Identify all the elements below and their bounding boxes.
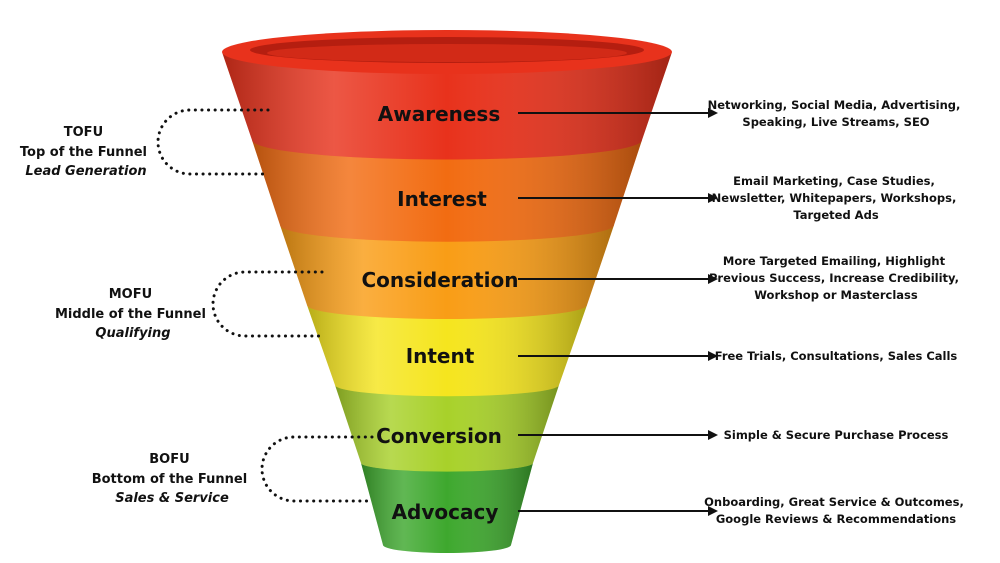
funnel-band-shading xyxy=(222,52,672,160)
group-labels: TOFU Top of the Funnel Lead Generation M… xyxy=(20,121,253,506)
tactics-intent: Free Trials, Consultations, Sales Calls xyxy=(715,349,958,363)
group-bofu: BOFU Bottom of the Funnel Sales & Servic… xyxy=(92,448,253,506)
group-tofu: TOFU Top of the Funnel Lead Generation xyxy=(20,121,152,179)
tactics-interest: Email Marketing, Case Studies, Newslette… xyxy=(712,174,961,222)
tactics-advocacy: Onboarding, Great Service & Outcomes, Go… xyxy=(704,495,968,526)
tactics-consideration: More Targeted Emailing, Highlight Previo… xyxy=(709,254,963,302)
stage-label-interest: Interest xyxy=(397,187,487,211)
funnel-band-shading xyxy=(335,385,559,472)
stage-labels: Awareness Interest Consideration Intent … xyxy=(361,102,518,524)
tactics-conversion: Simple & Secure Purchase Process xyxy=(724,428,949,442)
funnel xyxy=(222,52,672,553)
stage-label-advocacy: Advocacy xyxy=(392,500,499,524)
stage-label-consideration: Consideration xyxy=(361,268,518,292)
group-mofu: MOFU Middle of the Funnel Qualifying xyxy=(55,283,211,341)
stage-label-intent: Intent xyxy=(406,344,475,368)
tactic-arrows xyxy=(518,108,718,516)
tactic-lists: Networking, Social Media, Advertising, S… xyxy=(704,98,968,526)
funnel-band-shading xyxy=(361,463,533,553)
funnel-band-shading xyxy=(280,225,614,319)
funnel-rim xyxy=(222,30,672,74)
stage-label-conversion: Conversion xyxy=(376,424,502,448)
funnel-band-shading xyxy=(252,140,642,242)
funnel-band-shading xyxy=(307,305,587,397)
bracket-bofu xyxy=(260,435,374,503)
stage-label-awareness: Awareness xyxy=(378,102,501,126)
tactics-awareness: Networking, Social Media, Advertising, S… xyxy=(708,98,965,129)
